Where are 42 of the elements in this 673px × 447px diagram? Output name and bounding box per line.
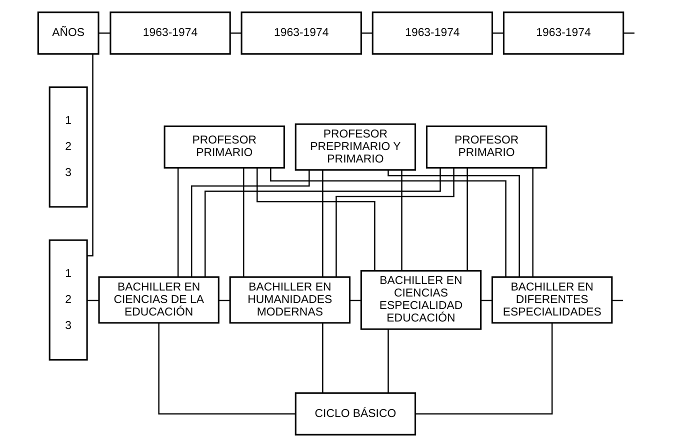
connector — [270, 168, 506, 277]
node-box: BACHILLER EN DIFERENTES ESPECIALIDADES — [491, 276, 612, 324]
connector — [204, 168, 440, 277]
connector — [387, 170, 520, 277]
connector — [400, 170, 402, 271]
connector — [335, 168, 454, 277]
connector — [98, 32, 110, 34]
node-box: 1963-1974 — [109, 12, 230, 55]
connector — [230, 32, 241, 34]
node-box: AÑOS — [36, 12, 99, 55]
connector — [158, 323, 295, 414]
node-box: 1963-1974 — [240, 12, 362, 55]
node-box: PROFESOR PREPRIMARIO Y PRIMARIO — [294, 123, 416, 171]
connector — [350, 300, 361, 302]
node-box: CICLO BÁSICO — [294, 392, 416, 436]
connector — [387, 329, 388, 393]
node-box: 1963-1974 — [371, 12, 493, 55]
connector — [532, 168, 533, 277]
connector — [361, 32, 372, 34]
node-box: PROFESOR PRIMARIO — [163, 125, 284, 169]
node-box: PROFESOR PRIMARIO — [425, 125, 547, 169]
connector — [176, 168, 178, 277]
node-box: BACHILLER EN HUMANIDADES MODERNAS — [228, 276, 350, 324]
node-box: BACHILLER EN CIENCIAS DE LA EDUCACIÓN — [98, 276, 219, 324]
connector — [415, 323, 552, 414]
connector — [218, 300, 230, 302]
connector — [86, 300, 98, 302]
connector — [190, 170, 310, 277]
connector — [622, 32, 634, 34]
node-box: 1 2 3 — [48, 239, 88, 361]
connector — [242, 168, 244, 277]
connector — [86, 54, 93, 256]
node-box: 1963-1974 — [502, 12, 624, 55]
connector — [480, 300, 492, 302]
connector — [466, 168, 468, 271]
connector — [322, 170, 323, 277]
connector — [322, 323, 323, 393]
connector — [612, 300, 623, 302]
node-box: 1 2 3 — [48, 86, 88, 208]
connector — [492, 32, 504, 34]
connector — [256, 168, 375, 271]
node-box: BACHILLER EN CIENCIAS ESPECIALIDAD EDUCACIÓN — [360, 270, 482, 330]
